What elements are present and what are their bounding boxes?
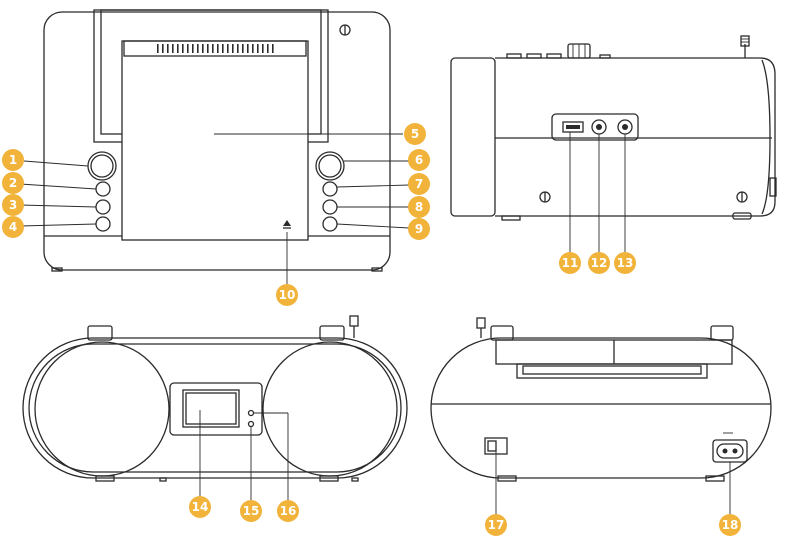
svg-text:11: 11 xyxy=(562,256,579,270)
svg-text:2: 2 xyxy=(9,176,17,190)
back-body xyxy=(430,337,772,479)
right-speaker xyxy=(262,341,398,477)
callout-9: 9 xyxy=(408,218,430,240)
lid-grille-bar xyxy=(123,40,307,57)
svg-text:18: 18 xyxy=(722,518,739,532)
left-knob-inner xyxy=(90,154,114,178)
svg-text:15: 15 xyxy=(243,504,260,518)
antenna-top-icon xyxy=(339,24,351,36)
svg-text:12: 12 xyxy=(591,256,608,270)
left-speaker xyxy=(34,341,170,477)
left-button-4[interactable] xyxy=(95,216,111,232)
top-view-body xyxy=(43,11,391,271)
svg-text:6: 6 xyxy=(415,153,423,167)
svg-text:17: 17 xyxy=(488,518,505,532)
callout-14: 14 xyxy=(189,496,211,518)
left-knob[interactable] xyxy=(87,151,117,181)
left-button-3[interactable] xyxy=(95,199,111,215)
callout-7: 7 xyxy=(408,173,430,195)
svg-text:10: 10 xyxy=(279,288,296,302)
display-frame xyxy=(169,382,263,436)
callout-5: 5 xyxy=(404,123,426,145)
power-socket-icon[interactable] xyxy=(712,439,748,463)
side-cap xyxy=(450,57,496,217)
lid-grille xyxy=(157,44,274,53)
front-view xyxy=(22,315,408,482)
callout-13: 13 xyxy=(614,252,636,274)
callout-3: 3 xyxy=(2,194,24,216)
cd-lid xyxy=(121,40,309,241)
left-button-2[interactable] xyxy=(95,181,111,197)
svg-text:14: 14 xyxy=(192,500,209,514)
svg-text:9: 9 xyxy=(415,222,423,236)
svg-text:5: 5 xyxy=(411,127,419,141)
callout-10: 10 xyxy=(276,284,298,306)
eject-icon xyxy=(283,220,291,226)
top-view xyxy=(43,9,391,272)
back-view xyxy=(430,317,772,482)
callout-18: 18 xyxy=(719,514,741,536)
right-button-8[interactable] xyxy=(322,199,338,215)
callout-6: 6 xyxy=(408,149,430,171)
right-knob-inner xyxy=(318,154,342,178)
front-left-knob[interactable] xyxy=(87,325,113,341)
svg-text:16: 16 xyxy=(280,504,297,518)
tripod-screw-icon xyxy=(539,191,748,203)
right-button-9[interactable] xyxy=(322,216,338,232)
antenna-side-icon xyxy=(740,35,750,58)
callout-2: 2 xyxy=(2,172,24,194)
indicator-led-15 xyxy=(247,420,255,428)
lcd-display xyxy=(182,389,240,428)
callout-1: 1 xyxy=(2,149,24,171)
callout-16: 16 xyxy=(277,500,299,522)
side-body xyxy=(495,57,776,217)
svg-text:7: 7 xyxy=(415,177,423,191)
front-right-knob[interactable] xyxy=(319,325,345,341)
callout-17: 17 xyxy=(485,514,507,536)
svg-text:8: 8 xyxy=(415,200,423,214)
callout-15: 15 xyxy=(240,500,262,522)
svg-text:13: 13 xyxy=(617,256,634,270)
svg-text:1: 1 xyxy=(9,153,17,167)
callout-11: 11 xyxy=(559,252,581,274)
svg-text:3: 3 xyxy=(9,198,17,212)
right-knob[interactable] xyxy=(315,151,345,181)
callout-12: 12 xyxy=(588,252,610,274)
side-view xyxy=(450,35,777,221)
callout-4: 4 xyxy=(2,216,24,238)
front-body xyxy=(22,337,408,479)
svg-text:4: 4 xyxy=(9,220,17,234)
right-button-7[interactable] xyxy=(322,181,338,197)
indicator-led-16 xyxy=(247,409,255,417)
callout-8: 8 xyxy=(408,196,430,218)
leader-lines xyxy=(19,132,731,514)
usb-port-icon[interactable] xyxy=(562,121,584,133)
side-port-panel xyxy=(551,113,639,141)
